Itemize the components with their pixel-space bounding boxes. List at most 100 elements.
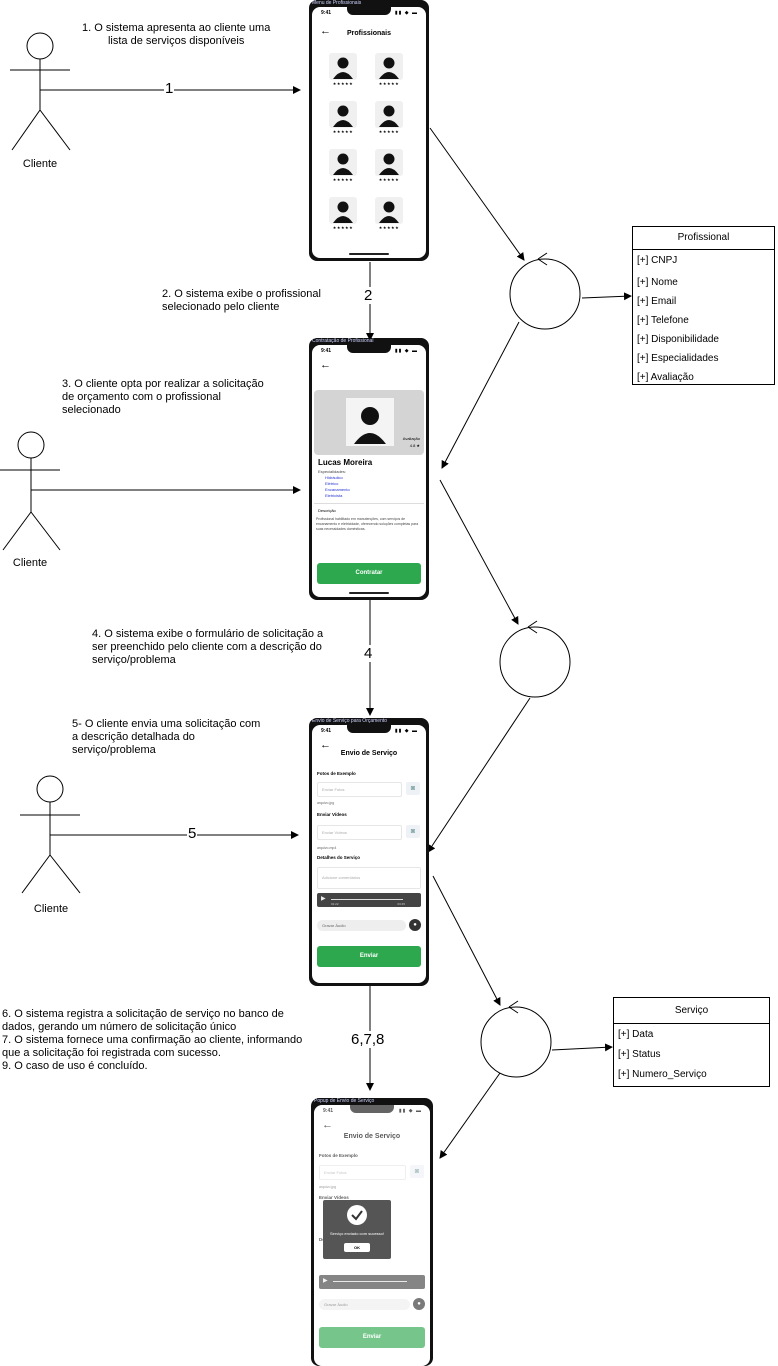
record-audio-field[interactable]: Gravar Áudio <box>319 1299 410 1310</box>
professional-card[interactable]: ★★★★★ <box>329 197 357 233</box>
profile-banner: Avaliação 4.8 ★ <box>314 390 424 455</box>
enviar-button[interactable]: Enviar <box>317 946 421 967</box>
description-label: Descrição <box>318 508 336 513</box>
detail-screen: 9:41 ▮▮ ◆ ▬ ← Avaliação 4.8 ★ Lucas More… <box>312 345 426 597</box>
screen-caption: Menu de Profissionais <box>312 0 362 6</box>
rating-label: Avaliação <box>402 436 420 441</box>
rating-stars: ★★★★★ <box>378 81 400 86</box>
notch <box>347 725 391 733</box>
success-message: Serviço enviado com sucesso! <box>329 1231 385 1236</box>
arrow-control3-to-servico <box>551 1043 613 1052</box>
person-icon <box>375 197 403 224</box>
class-profissional-attr: [+] Disponibilidade <box>637 334 719 345</box>
step-2-text: 2. O sistema exibe o profissional seleci… <box>162 288 321 313</box>
class-profissional: Profissional [+] CNPJ [+] Nome [+] Email… <box>632 226 775 385</box>
page-title: Profissionais <box>347 30 391 37</box>
actor-label-3: Cliente <box>33 903 69 915</box>
professional-card[interactable]: ★★★★★ <box>375 101 403 137</box>
photos-label: Fotos de Exemplo <box>319 1153 358 1158</box>
professional-card[interactable]: ★★★★★ <box>329 101 357 137</box>
status-time: 9:41 <box>323 1108 334 1114</box>
professional-card[interactable]: ★★★★★ <box>329 53 357 89</box>
photos-input[interactable]: Enviar Fotos <box>317 782 402 797</box>
specialty-item[interactable]: Elétrico <box>325 481 339 486</box>
ok-button[interactable]: OK <box>344 1243 370 1252</box>
professional-card[interactable]: ★★★★★ <box>375 53 403 89</box>
class-servico-attr: [+] Status <box>618 1049 661 1060</box>
person-icon <box>329 53 357 80</box>
specialties-label: Especialidades: <box>318 469 347 474</box>
enviar-button[interactable]: Enviar <box>319 1327 425 1348</box>
back-arrow-icon[interactable]: ← <box>322 1119 333 1131</box>
class-profissional-attr: [+] Email <box>637 296 677 307</box>
videos-label: Enviar Vídeos <box>317 812 347 817</box>
back-arrow-icon[interactable]: ← <box>320 359 331 371</box>
arrow-label-4: 4 <box>363 645 374 662</box>
contratar-button[interactable]: Contratar <box>317 563 421 584</box>
person-icon <box>375 53 403 80</box>
arrow-control1-to-detail <box>441 321 520 469</box>
specialty-item[interactable]: Encanamento <box>325 487 350 492</box>
record-audio-field[interactable]: Gravar Áudio <box>317 920 406 931</box>
step-4-text: 4. O sistema exibe o formulário de solic… <box>92 628 324 666</box>
audio-track[interactable] <box>333 1281 407 1282</box>
screen-caption: Contratação de Profissional <box>312 338 374 344</box>
arrow-control3-to-popup <box>439 1072 501 1159</box>
class-profissional-name: Profissional <box>633 227 774 250</box>
class-servico-attr: [+] Numero_Serviço <box>618 1069 707 1080</box>
play-icon[interactable]: ▶ <box>323 1278 328 1284</box>
description-text: Profissional habilitado em manutenções, … <box>316 517 419 531</box>
arrow-detail-to-control2 <box>439 479 519 625</box>
class-servico-name: Serviço <box>614 998 769 1024</box>
notch <box>347 345 391 353</box>
professional-card[interactable]: ★★★★★ <box>375 197 403 233</box>
professional-card[interactable]: ★★★★★ <box>375 149 403 185</box>
rating-stars: ★★★★★ <box>332 81 354 86</box>
specialty-item[interactable]: Eletricista <box>325 493 343 498</box>
form-screen: 9:41 ▮▮ ◆ ▬ ← Envio de Serviço Fotos de … <box>312 725 426 983</box>
screen-caption: Envio de Serviço para Orçamento <box>312 718 388 724</box>
back-arrow-icon[interactable]: ← <box>320 25 331 37</box>
video-camera-icon[interactable]: ◙ <box>406 825 420 838</box>
details-input[interactable]: Adicione comentários <box>317 867 421 889</box>
arrow-label-678: 6,7,8 <box>350 1031 386 1048</box>
audio-track[interactable] <box>331 899 403 900</box>
microphone-icon[interactable]: ● <box>413 1298 425 1310</box>
success-popup: Serviço enviado com sucesso! OK <box>323 1200 391 1259</box>
professional-name: Lucas Moreira <box>318 458 373 467</box>
home-indicator <box>349 253 389 255</box>
control-circle-1 <box>509 252 581 330</box>
back-arrow-icon[interactable]: ← <box>320 739 331 751</box>
status-time: 9:41 <box>321 348 332 354</box>
camera-icon[interactable]: ◙ <box>410 1165 424 1178</box>
arrow-label-5: 5 <box>187 825 198 842</box>
audio-elapsed: 01:22 <box>331 902 339 906</box>
class-servico: Serviço [+] Data [+] Status [+] Numero_S… <box>613 997 770 1087</box>
specialty-item[interactable]: Hidráulico <box>325 475 343 480</box>
audio-player[interactable]: ▶ <box>319 1275 425 1289</box>
screen-caption: Popup de Envio de Serviço <box>314 1098 375 1104</box>
photos-input[interactable]: Enviar Fotos <box>319 1165 406 1180</box>
audio-player[interactable]: ▶ 01:22 03:45 <box>317 893 421 907</box>
play-icon[interactable]: ▶ <box>321 896 326 902</box>
divider <box>314 503 424 504</box>
person-icon <box>375 101 403 128</box>
professional-card[interactable]: ★★★★★ <box>329 149 357 185</box>
phone-contratacao: Contratação de Profissional 9:41 ▮▮ ◆ ▬ … <box>309 338 429 600</box>
videos-label: Enviar Vídeos <box>319 1195 349 1200</box>
details-label: Detalhes do Serviço <box>317 855 361 860</box>
actor-figure-1 <box>10 32 71 151</box>
rating-stars: ★★★★★ <box>378 129 400 134</box>
class-profissional-attr: [+] Especialidades <box>637 353 719 364</box>
rating-stars: ★★★★★ <box>332 129 354 134</box>
microphone-icon[interactable]: ● <box>409 919 421 931</box>
step-5-text: 5- O cliente envia uma solicitação com a… <box>72 718 261 756</box>
arrow-menu-to-control1 <box>429 127 525 261</box>
status-icons: ▮▮ ◆ ▬ <box>394 348 418 354</box>
videos-input[interactable]: Enviar Vídeos <box>317 825 402 840</box>
status-icons: ▮▮ ◆ ▬ <box>394 728 418 734</box>
status-icons: ▮▮ ◆ ▬ <box>398 1108 422 1114</box>
arrow-control1-to-profissional <box>581 292 632 301</box>
camera-icon[interactable]: ◙ <box>406 782 420 795</box>
